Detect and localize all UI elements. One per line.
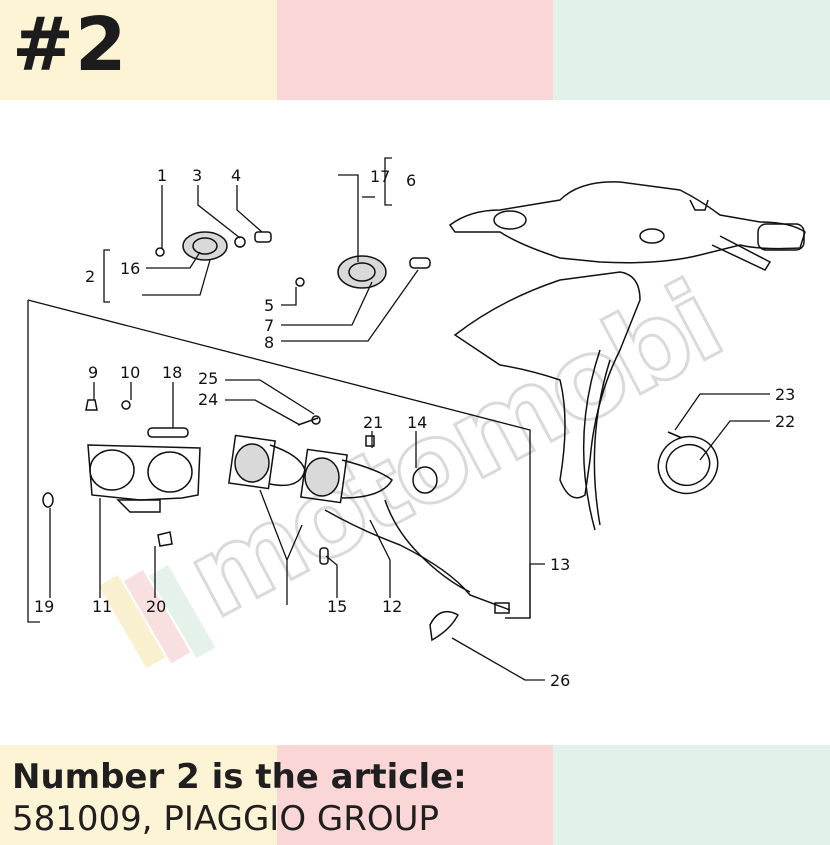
bottom-color-band	[0, 745, 830, 845]
callout-5: 5	[264, 296, 274, 315]
article-caption: Number 2 is the article: 581009, PIAGGIO…	[12, 755, 467, 839]
item-number-badge: #2	[12, 2, 128, 88]
callout-1: 1	[157, 166, 167, 185]
callout-23: 23	[775, 385, 795, 404]
callout-20: 20	[146, 597, 166, 616]
callout-17: 17	[370, 167, 390, 186]
callout-21: 21	[363, 413, 383, 432]
wiring-harness	[324, 499, 511, 614]
callout-7: 7	[264, 316, 274, 335]
callout-8: 8	[264, 333, 274, 352]
callout-3: 3	[192, 166, 202, 185]
callout-19: 19	[34, 597, 54, 616]
front-indicator-right-assembly	[295, 255, 431, 289]
rear-lens-cover	[657, 431, 719, 495]
callout-15: 15	[327, 597, 347, 616]
callout-25: 25	[198, 369, 218, 388]
callout-22: 22	[775, 412, 795, 431]
callout-10: 10	[120, 363, 140, 382]
leader-lines	[49, 157, 770, 681]
callout-24: 24	[198, 390, 218, 409]
caption-title: Number 2 is the article:	[12, 757, 467, 797]
exploded-parts-diagram: motomobi	[27, 157, 806, 690]
callout-labels: 1 2 3 4 5 6 7 8 9 10 11 12 13 14 15 16 1…	[34, 166, 795, 690]
callout-18: 18	[162, 363, 182, 382]
callout-26: 26	[550, 671, 570, 690]
front-indicator-left-assembly	[155, 231, 272, 261]
callout-12: 12	[382, 597, 402, 616]
headlight-units	[228, 415, 438, 565]
callout-16: 16	[120, 259, 140, 278]
callout-13: 13	[550, 555, 570, 574]
callout-9: 9	[88, 363, 98, 382]
headlight-mounting-plate	[42, 399, 201, 547]
callout-6: 6	[406, 171, 416, 190]
callout-14: 14	[407, 413, 427, 432]
callout-11: 11	[92, 597, 112, 616]
top-color-band	[0, 0, 830, 100]
clamp-ring	[429, 610, 460, 642]
caption-article-text: 581009, PIAGGIO GROUP	[12, 799, 440, 839]
callout-4: 4	[231, 166, 241, 185]
watermark-logo: motomobi	[98, 258, 738, 669]
handlebar-assembly	[448, 181, 806, 531]
callout-2: 2	[85, 267, 95, 286]
